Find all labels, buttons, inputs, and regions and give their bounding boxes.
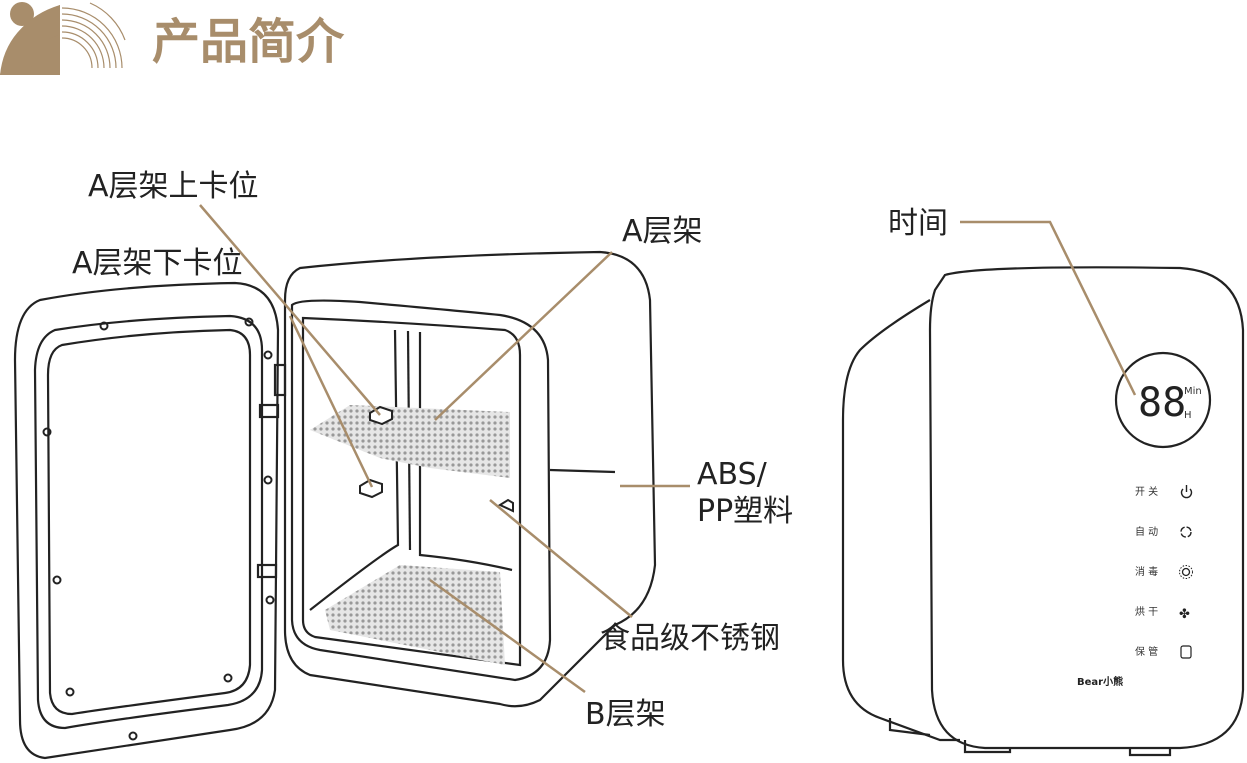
page-title: 产品简介	[152, 14, 345, 70]
label-a-lower-slot: A层架下卡位	[72, 246, 243, 281]
button-auto[interactable]: 自 动	[1135, 525, 1192, 538]
auto-cycle-icon	[1180, 526, 1192, 538]
fan-icon: ✤	[1179, 607, 1190, 622]
svg-text:开 关: 开 关	[1135, 485, 1158, 498]
brand-logo	[0, 2, 126, 75]
unit-h: H	[1184, 410, 1192, 421]
label-pp-plastic: PP塑料	[697, 494, 793, 529]
button-storage[interactable]: 保 管	[1135, 645, 1192, 659]
label-abs: ABS/	[697, 457, 768, 492]
door	[13, 281, 287, 760]
brand-mark: Bear小熊	[1077, 675, 1123, 688]
label-stainless: 食品级不锈钢	[600, 621, 780, 656]
label-a-shelf: A层架	[622, 214, 703, 249]
label-a-upper-slot: A层架上卡位	[88, 169, 259, 204]
a-shelf-mesh	[310, 405, 510, 478]
unit-min: Min	[1184, 386, 1202, 397]
power-icon	[1180, 485, 1193, 499]
storage-icon	[1180, 645, 1192, 659]
label-b-shelf: B层架	[585, 697, 666, 732]
cabinet-body	[283, 250, 657, 708]
svg-text:保 管: 保 管	[1135, 645, 1158, 658]
b-shelf-mesh	[325, 565, 505, 665]
svg-text:消 毒: 消 毒	[1135, 565, 1158, 578]
button-dry[interactable]: 烘 干 ✤	[1135, 606, 1190, 622]
svg-text:自 动: 自 动	[1135, 525, 1158, 538]
closed-device: 88 Min H 开 关 自 动 消 毒 烘 干 ✤ 保 管 Bear小熊	[841, 266, 1245, 757]
time-display: 88	[1138, 380, 1186, 426]
label-time: 时间	[888, 206, 948, 241]
button-sterilize[interactable]: 消 毒	[1135, 565, 1193, 579]
button-power[interactable]: 开 关	[1135, 485, 1193, 499]
leader-lines	[199, 204, 1137, 694]
sterilize-icon	[1179, 565, 1193, 579]
svg-text:烘 干: 烘 干	[1135, 606, 1158, 618]
